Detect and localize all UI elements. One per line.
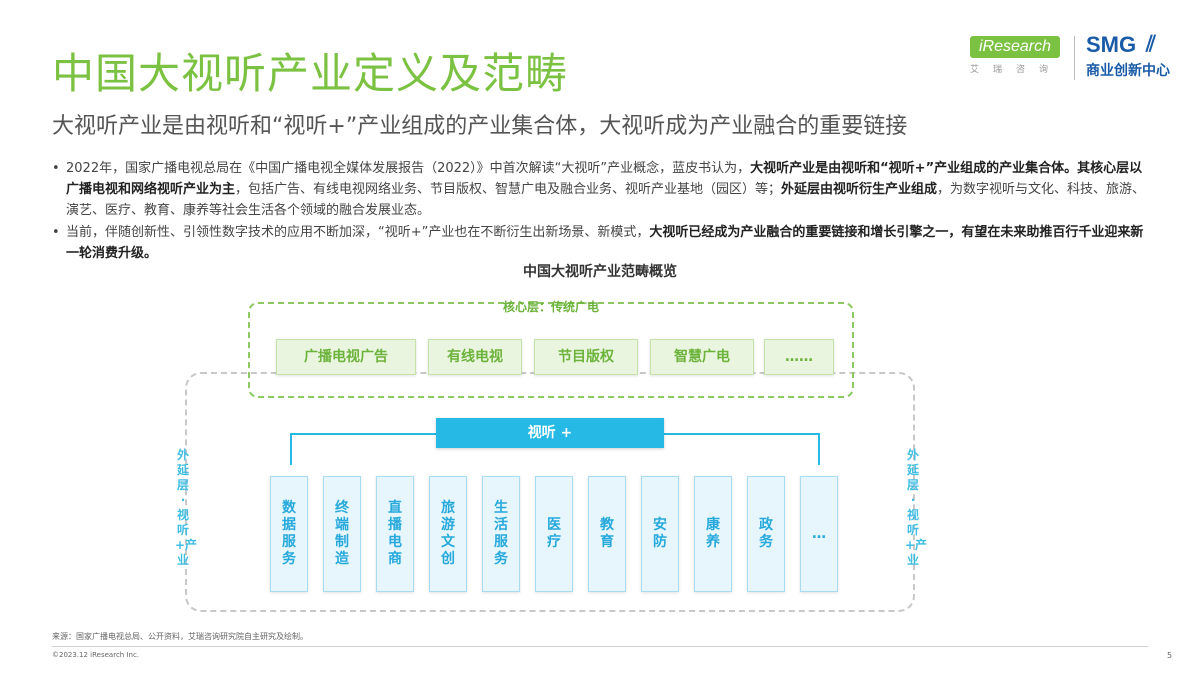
ext-item-life: 生活服务 [482, 476, 520, 592]
ext-item-data: 数据服务 [270, 476, 308, 592]
diagram-title: 中国大视听产业范畴概览 [523, 264, 677, 280]
ext-item-label: 直播电商 [388, 500, 402, 567]
side-label-left: 外延层·视听+产业 [175, 448, 198, 567]
bullet-text: ，为数字视听与文化、科技、旅游、演艺、医疗、教育、康养等社会生活各个领域的融合发… [66, 182, 1146, 218]
ext-item-label: 政务 [759, 517, 773, 550]
page-title: 中国大视听产业定义及范畴 [52, 49, 569, 98]
ext-item-medical: 医疗 [535, 476, 573, 592]
ext-item-education: 教育 [588, 476, 626, 592]
core-item-copyright: 节目版权 [534, 339, 638, 375]
bullet-dot: • [52, 225, 60, 240]
smg-slash-icon: ⫽ [1146, 32, 1156, 57]
ext-item-label: 康养 [706, 517, 720, 550]
bullet-bold: 大视听已经成为产业融合的重要链接和增长引擎之一，有望在未来助推百行千业迎来新一轮… [66, 225, 1144, 261]
smg-logo: SMG [1086, 32, 1137, 57]
bracket-right-line [818, 433, 820, 465]
core-layer-frame [248, 302, 854, 398]
copyright-text: ©2023.12 iResearch Inc. [52, 651, 140, 659]
ext-item-terminal: 终端制造 [323, 476, 361, 592]
bullet-text: ，包括广告、有线电视网络业务、节目版权、智慧广电及融合业务、视听产业基地（园区）… [235, 182, 782, 197]
bullet-list: • 2022年，国家广播电视总局在《中国广播电视全媒体发展报告（2022）》中首… [52, 158, 1147, 265]
page-subtitle: 大视听产业是由视听和“视听+”产业组成的产业集合体，大视听成为产业融合的重要链接 [52, 114, 908, 139]
ext-item-label: 教育 [600, 517, 614, 550]
ext-item-label: 安防 [653, 517, 667, 550]
ext-item-label: 数据服务 [282, 500, 296, 567]
bullet-text: 2022年，国家广播电视总局在《中国广播电视全媒体发展报告（2022）》中首次解… [66, 161, 751, 176]
ext-item-label: … [812, 525, 826, 542]
ext-item-label: 终端制造 [335, 500, 349, 567]
bullet-bold: 大视听产业是由视听和“视听+”产业组成的产业集合体。其核心层以广播电视和网络视听… [66, 161, 1143, 197]
core-item-ad: 广播电视广告 [276, 339, 416, 375]
core-item-smart: 智慧广电 [650, 339, 754, 375]
ext-item-label: 旅游文创 [441, 500, 455, 567]
bullet-text: 当前，伴随创新性、引领性数字技术的应用不断加深，“视听+”产业也在不断衍生出新场… [66, 225, 650, 240]
logo-area: iResearch 艾瑞咨询 SMG ⫽ 商业创新中心 [970, 30, 1190, 86]
core-item-more: …… [764, 339, 834, 375]
source-note: 来源：国家广播电视总局、公开资料，艾瑞咨询研究院自主研究及绘制。 [52, 632, 308, 641]
shiting-plus-bar: 视听 + [436, 418, 664, 448]
bracket-left-line [290, 433, 292, 465]
page-number: 5 [1167, 651, 1173, 660]
ext-item-label: 医疗 [547, 517, 561, 550]
bullet-item-1: • 2022年，国家广播电视总局在《中国广播电视全媒体发展报告（2022）》中首… [52, 158, 1147, 221]
ext-item-livecommerce: 直播电商 [376, 476, 414, 592]
ext-item-wellness: 康养 [694, 476, 732, 592]
iresearch-logo: iResearch [970, 36, 1060, 58]
ext-item-label: 生活服务 [494, 500, 508, 567]
ext-item-government: 政务 [747, 476, 785, 592]
bullet-item-2: • 当前，伴随创新性、引领性数字技术的应用不断加深，“视听+”产业也在不断衍生出… [52, 222, 1147, 264]
footer-divider [52, 646, 1148, 647]
bullet-bold: 外延层由视听衍生产业组成 [781, 182, 938, 197]
iresearch-cn-label: 艾瑞咨询 [970, 65, 1063, 75]
core-item-cable: 有线电视 [428, 339, 522, 375]
logo-divider [1074, 36, 1075, 80]
bullet-dot: • [52, 161, 60, 176]
ext-item-more: … [800, 476, 838, 592]
core-layer-label: 核心层：传统广电 [502, 300, 599, 314]
ext-item-tourism: 旅游文创 [429, 476, 467, 592]
side-label-right: 外延层·视听+产业 [905, 448, 928, 567]
smg-cn-label: 商业创新中心 [1086, 63, 1170, 79]
ext-item-security: 安防 [641, 476, 679, 592]
